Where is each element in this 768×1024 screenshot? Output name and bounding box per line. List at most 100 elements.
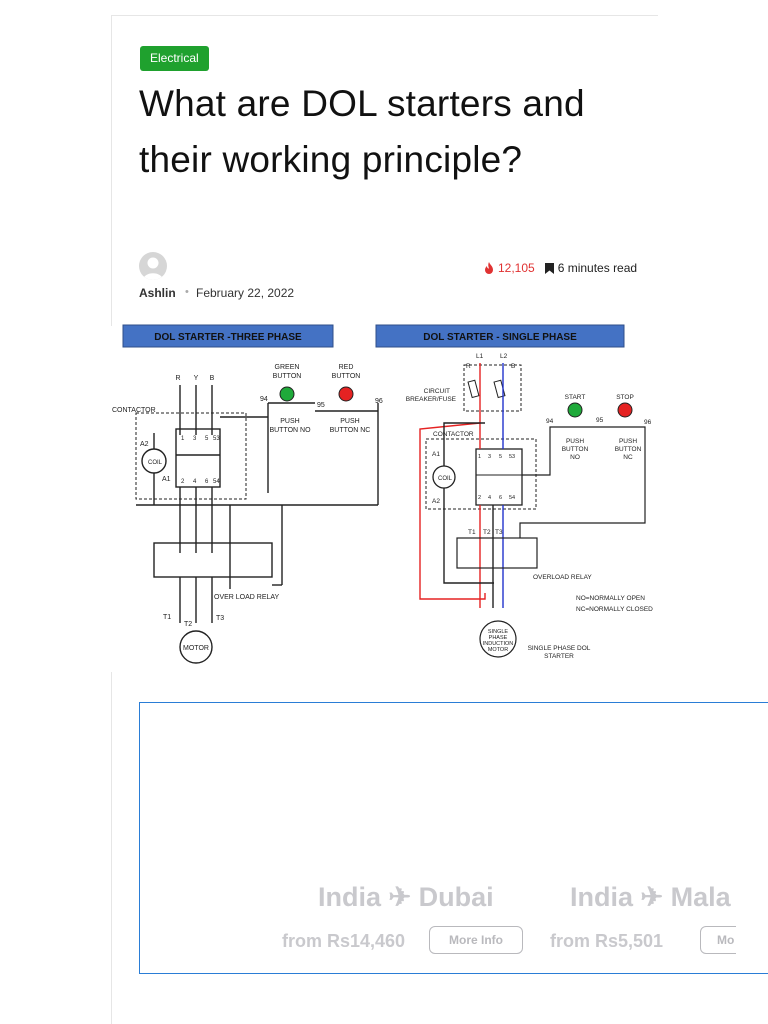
article-stats: 12,105 6 minutes read bbox=[484, 261, 637, 275]
three-phase-diagram: DOL STARTER -THREE PHASE R Y B CONTACTOR… bbox=[112, 324, 383, 664]
svg-text:4: 4 bbox=[488, 495, 491, 501]
svg-text:94: 94 bbox=[260, 396, 268, 403]
author-avatar[interactable] bbox=[139, 252, 167, 280]
views-count: 12,105 bbox=[484, 261, 535, 275]
svg-text:BUTTON NC: BUTTON NC bbox=[330, 427, 371, 434]
svg-text:PUSH: PUSH bbox=[340, 418, 359, 425]
read-time: 6 minutes read bbox=[544, 261, 638, 275]
svg-text:INDUCTION: INDUCTION bbox=[483, 641, 514, 647]
svg-text:53: 53 bbox=[509, 454, 515, 460]
svg-text:95: 95 bbox=[596, 417, 604, 424]
svg-text:Y: Y bbox=[194, 375, 199, 382]
svg-text:53: 53 bbox=[213, 436, 220, 442]
content-divider bbox=[111, 672, 112, 1024]
svg-text:START: START bbox=[565, 394, 586, 401]
ad-content: India ✈ Dubai from Rs14,460 More Info In… bbox=[139, 702, 736, 974]
svg-text:MOTOR: MOTOR bbox=[183, 645, 209, 652]
more-info-button-2[interactable]: Mo bbox=[700, 926, 736, 954]
svg-text:A2: A2 bbox=[140, 441, 149, 448]
svg-text:PUSH: PUSH bbox=[619, 438, 637, 445]
svg-text:3: 3 bbox=[193, 436, 197, 442]
author-name[interactable]: Ashlin bbox=[139, 286, 176, 300]
ad-route-2[interactable]: India ✈ Mala bbox=[570, 882, 731, 912]
svg-text:6: 6 bbox=[205, 479, 209, 485]
svg-text:A1: A1 bbox=[432, 451, 440, 458]
svg-text:SINGLE: SINGLE bbox=[488, 629, 509, 635]
category-badge[interactable]: Electrical bbox=[140, 46, 209, 71]
svg-text:SINGLE PHASE DOL: SINGLE PHASE DOL bbox=[528, 645, 591, 652]
ad-route-1[interactable]: India ✈ Dubai bbox=[318, 882, 494, 912]
svg-text:54: 54 bbox=[509, 495, 515, 501]
read-time-value: 6 minutes read bbox=[557, 261, 638, 275]
bookmark-icon bbox=[544, 262, 554, 274]
svg-text:T2: T2 bbox=[184, 621, 192, 628]
svg-text:COIL: COIL bbox=[148, 460, 163, 466]
svg-text:T1: T1 bbox=[468, 529, 476, 536]
single-phase-diagram: DOL STARTER - SINGLE PHASE L1 L2 R B CIR… bbox=[375, 324, 653, 660]
svg-text:BUTTON NO: BUTTON NO bbox=[269, 427, 311, 434]
svg-text:PUSH: PUSH bbox=[566, 438, 584, 445]
svg-text:PUSH: PUSH bbox=[280, 418, 299, 425]
svg-text:96: 96 bbox=[644, 419, 652, 426]
svg-text:T3: T3 bbox=[216, 615, 224, 622]
ad-price-1: from Rs14,460 bbox=[282, 931, 406, 951]
svg-text:NC: NC bbox=[623, 454, 633, 461]
svg-text:RED: RED bbox=[339, 364, 354, 371]
svg-text:L2: L2 bbox=[500, 353, 508, 360]
more-info-button[interactable]: More Info bbox=[429, 926, 523, 954]
ad-price-2: from Rs5,501 bbox=[550, 931, 664, 951]
svg-text:T1: T1 bbox=[163, 614, 171, 621]
svg-text:95: 95 bbox=[317, 402, 325, 409]
views-value: 12,105 bbox=[498, 261, 535, 275]
user-icon bbox=[143, 257, 163, 280]
svg-text:NC=NORMALLY CLOSED: NC=NORMALLY CLOSED bbox=[576, 606, 653, 613]
svg-text:3: 3 bbox=[488, 454, 491, 460]
three-phase-header: DOL STARTER -THREE PHASE bbox=[154, 332, 302, 343]
svg-text:GREEN: GREEN bbox=[275, 364, 300, 371]
svg-text:STOP: STOP bbox=[616, 394, 634, 401]
svg-text:OVERLOAD RELAY: OVERLOAD RELAY bbox=[533, 574, 592, 581]
svg-text:2: 2 bbox=[478, 495, 481, 501]
svg-text:T2: T2 bbox=[483, 529, 491, 536]
svg-text:94: 94 bbox=[546, 418, 554, 425]
svg-text:PHASE: PHASE bbox=[489, 635, 508, 641]
svg-text:STARTER: STARTER bbox=[544, 653, 574, 660]
overload-relay-label: OVER LOAD RELAY bbox=[214, 594, 280, 601]
svg-text:1: 1 bbox=[478, 454, 481, 460]
svg-text:BUTTON: BUTTON bbox=[615, 446, 642, 453]
svg-text:5: 5 bbox=[499, 454, 502, 460]
article-title: What are DOL starters and their working … bbox=[139, 83, 585, 180]
svg-text:NO: NO bbox=[570, 454, 580, 461]
svg-text:B: B bbox=[511, 363, 515, 370]
svg-text:6: 6 bbox=[499, 495, 502, 501]
svg-text:A2: A2 bbox=[432, 498, 440, 505]
airplane-icon: ✈ bbox=[640, 882, 664, 912]
single-phase-header: DOL STARTER - SINGLE PHASE bbox=[423, 332, 577, 343]
svg-text:CIRCUIT: CIRCUIT bbox=[424, 388, 450, 395]
svg-text:4: 4 bbox=[193, 479, 197, 485]
svg-text:CONTACTOR: CONTACTOR bbox=[433, 431, 474, 438]
svg-text:54: 54 bbox=[213, 479, 220, 485]
dol-starter-diagram: DOL STARTER -THREE PHASE R Y B CONTACTOR… bbox=[112, 324, 653, 664]
svg-text:96: 96 bbox=[375, 398, 383, 405]
article-card bbox=[111, 15, 658, 326]
fire-icon bbox=[485, 262, 493, 274]
svg-text:5: 5 bbox=[205, 436, 209, 442]
svg-text:B: B bbox=[210, 375, 215, 382]
contactor-label: CONTACTOR bbox=[112, 407, 156, 414]
svg-text:COIL: COIL bbox=[438, 476, 453, 482]
post-date: February 22, 2022 bbox=[196, 286, 295, 300]
airplane-icon: ✈ bbox=[388, 882, 412, 912]
svg-text:BUTTON: BUTTON bbox=[332, 373, 361, 380]
svg-text:R: R bbox=[175, 375, 180, 382]
svg-text:T3: T3 bbox=[495, 529, 503, 536]
svg-text:L1: L1 bbox=[476, 353, 484, 360]
meta-separator: • bbox=[185, 286, 189, 298]
svg-text:BUTTON: BUTTON bbox=[273, 373, 302, 380]
svg-text:A1: A1 bbox=[162, 476, 171, 483]
svg-text:2: 2 bbox=[181, 479, 185, 485]
svg-text:BUTTON: BUTTON bbox=[562, 446, 589, 453]
svg-text:BREAKER/FUSE: BREAKER/FUSE bbox=[406, 396, 457, 403]
svg-text:1: 1 bbox=[181, 436, 185, 442]
advertisement-banner[interactable] bbox=[139, 702, 768, 974]
